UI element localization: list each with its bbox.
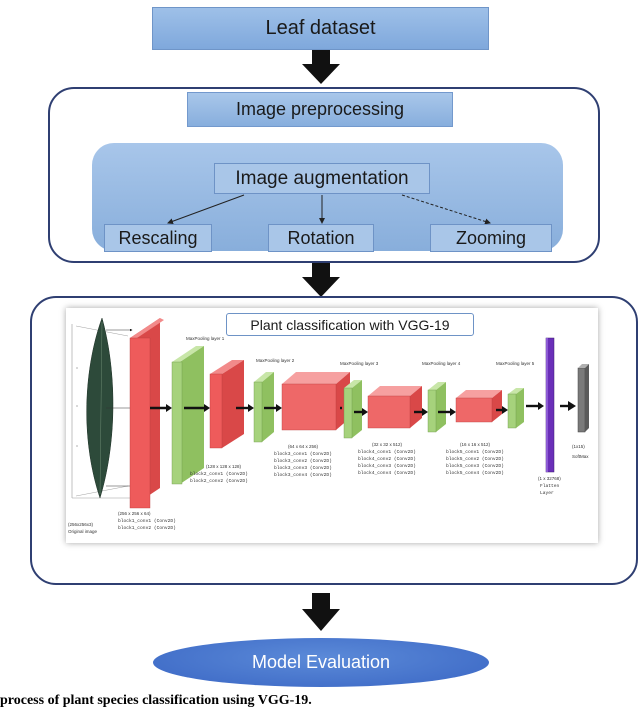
- softmax-layer: [577, 364, 589, 433]
- flatten-label-1: Flatten: [540, 483, 560, 489]
- conv-block-2: [209, 360, 244, 449]
- input-leaf-image: [71, 317, 133, 499]
- softmax-label: SoftMax: [572, 454, 589, 459]
- flatten-dim: (1 x 32768): [538, 476, 561, 481]
- block3-conv4: block3_conv4 (Conv2D): [274, 472, 332, 478]
- rotation-box: Rotation: [268, 224, 374, 252]
- vgg-architecture-diagram: (256x256x3) Original image (256 x 256 x …: [68, 317, 589, 534]
- block5-conv2: block5_conv2 (Conv2D): [446, 456, 504, 462]
- rescaling-box: Rescaling: [104, 224, 212, 252]
- block2-conv1: block2_conv1 (Conv2D): [190, 471, 248, 477]
- vgg-title: Plant classification with VGG-19: [250, 316, 450, 333]
- block1-dim: (256 x 256 x 64): [118, 511, 151, 516]
- maxpool-block-1: [171, 346, 204, 485]
- conv-block-4: [367, 386, 422, 429]
- down-arrow-1: [302, 50, 340, 84]
- maxpool-block-3: [343, 380, 362, 439]
- block4-conv4: block4_conv4 (Conv2D): [358, 470, 416, 476]
- output-dim: (1x15): [572, 444, 585, 449]
- block5-dim: (16 x 16 x 512): [460, 442, 491, 447]
- block4-dim: (32 x 32 x 512): [372, 442, 403, 447]
- block4-conv2: block4_conv2 (Conv2D): [358, 456, 416, 462]
- block2-conv2: block2_conv2 (Conv2D): [190, 478, 248, 484]
- vgg-title-box: Plant classification with VGG-19: [226, 313, 474, 336]
- rescaling-label: Rescaling: [118, 227, 198, 248]
- block2-dim: (128 x 128 x 128): [206, 464, 242, 469]
- rotation-label: Rotation: [287, 227, 355, 248]
- maxpool-block-5: [507, 388, 524, 429]
- maxpool-3-label: MaxPooling layer 3: [340, 361, 379, 366]
- maxpool-5-label: MaxPooling layer 5: [496, 361, 535, 366]
- block4-conv1: block4_conv1 (Conv2D): [358, 449, 416, 455]
- arrow-to-rescaling: [167, 194, 245, 225]
- zooming-box: Zooming: [430, 224, 552, 252]
- conv-block-3: [281, 372, 350, 431]
- leaf-dataset-box: Leaf dataset: [152, 7, 489, 50]
- input-image-label: Original image: [68, 529, 98, 534]
- zooming-label: Zooming: [455, 227, 527, 248]
- leaf-dataset-label: Leaf dataset: [265, 17, 376, 39]
- input-dim-label: (256x256x3): [68, 522, 94, 527]
- maxpool-1-label: MaxPooling layer 1: [186, 336, 225, 341]
- augmentation-arrows: [167, 194, 491, 225]
- image-preprocessing-label: Image preprocessing: [235, 99, 405, 119]
- maxpool-4-label: MaxPooling layer 4: [422, 361, 461, 366]
- model-evaluation-ellipse: Model Evaluation: [153, 638, 489, 687]
- conv-block-1: [129, 318, 164, 509]
- maxpool-block-4: [427, 382, 446, 433]
- image-augmentation-label: Image augmentation: [235, 167, 409, 189]
- image-augmentation-box: Image augmentation: [214, 163, 430, 194]
- block5-conv3: block5_conv3 (Conv2D): [446, 463, 504, 469]
- conv-block-5: [455, 390, 502, 423]
- block3-conv2: block3_conv2 (Conv2D): [274, 458, 332, 464]
- flow-arrows: [150, 401, 576, 416]
- block3-conv1: block3_conv1 (Conv2D): [274, 451, 332, 457]
- image-preprocessing-box: Image preprocessing: [187, 92, 453, 127]
- arrow-to-zooming: [401, 194, 491, 225]
- down-arrow-2: [302, 263, 340, 297]
- model-evaluation-label: Model Evaluation: [251, 652, 391, 672]
- block4-conv3: block4_conv3 (Conv2D): [358, 463, 416, 469]
- block1-conv1: block1_conv1 (Conv2D): [118, 518, 176, 524]
- down-arrow-3: [302, 593, 340, 631]
- block5-conv1: block5_conv1 (Conv2D): [446, 449, 504, 455]
- flatten-layer: [545, 337, 555, 473]
- block5-conv4: block5_conv4 (Conv2D): [446, 470, 504, 476]
- flatten-label-2: Layer: [540, 490, 554, 496]
- block3-conv3: block3_conv3 (Conv2D): [274, 465, 332, 471]
- maxpool-2-label: MaxPooling layer 2: [256, 358, 295, 363]
- block3-dim: (64 x 64 x 256): [288, 444, 319, 449]
- figure-caption: process of plant species classification …: [0, 693, 312, 708]
- block1-conv2: block1_conv2 (Conv2D): [118, 525, 176, 531]
